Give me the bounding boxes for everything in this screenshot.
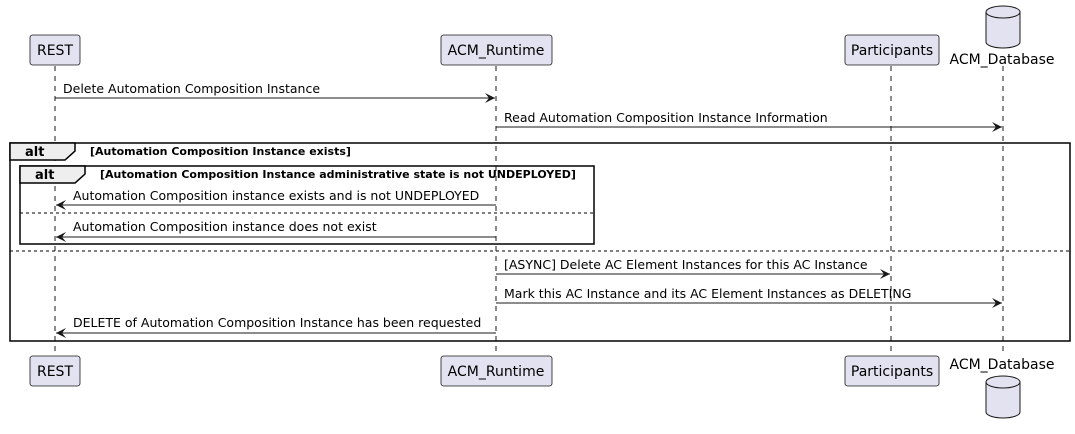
lifelines [54,66,1004,356]
inner-alt-guard: [Automation Composition Instance adminis… [100,168,576,181]
participant-label: Participants [851,43,933,59]
message-2: Read Automation Composition Instance Inf… [496,110,1002,132]
participant-label: Participants [851,364,933,380]
participant-label: REST [37,364,73,380]
message-label: Read Automation Composition Instance Inf… [504,110,828,125]
inner-alt-keyword: alt [35,168,54,183]
message-label: Automation Composition instance does not… [73,219,377,234]
participant-acm-runtime-top: ACM_Runtime [440,34,553,66]
message-1: Delete Automation Composition Instance [55,81,495,103]
database-icon [985,375,1021,419]
participant-label: ACM_Runtime [448,43,545,59]
message-label: [ASYNC] Delete AC Element Instances for … [504,257,868,272]
message-label: Automation Composition instance exists a… [73,188,479,203]
participant-participants-bottom: Participants [844,355,940,387]
participant-acm-database-bottom: ACM_Database [950,357,1055,419]
message-6: Mark this AC Instance and its AC Element… [496,286,1002,308]
participant-rest-bottom: REST [29,355,81,387]
outer-alt-frame: alt [Automation Composition Instance exi… [9,142,1071,342]
outer-alt-guard: [Automation Composition Instance exists] [90,145,351,158]
message-4: Automation Composition instance does not… [56,219,496,242]
message-7: DELETE of Automation Composition Instanc… [56,315,496,338]
participant-label: ACM_Database [950,52,1055,68]
database-icon [985,5,1021,49]
participant-participants-top: Participants [844,34,940,66]
participant-label: REST [37,43,73,59]
message-5: [ASYNC] Delete AC Element Instances for … [496,257,890,279]
message-label: Mark this AC Instance and its AC Element… [504,286,911,301]
participant-acm-runtime-bottom: ACM_Runtime [440,355,553,387]
participant-label: ACM_Database [950,357,1055,373]
message-3: Automation Composition instance exists a… [56,188,496,210]
participant-label: ACM_Runtime [448,364,545,380]
message-label: DELETE of Automation Composition Instanc… [73,315,481,330]
participant-acm-database-top: ACM_Database [950,5,1055,68]
inner-alt-frame: alt [Automation Composition Instance adm… [19,165,595,245]
participant-rest-top: REST [29,34,81,66]
message-label: Delete Automation Composition Instance [63,81,320,96]
outer-alt-keyword: alt [25,145,44,160]
